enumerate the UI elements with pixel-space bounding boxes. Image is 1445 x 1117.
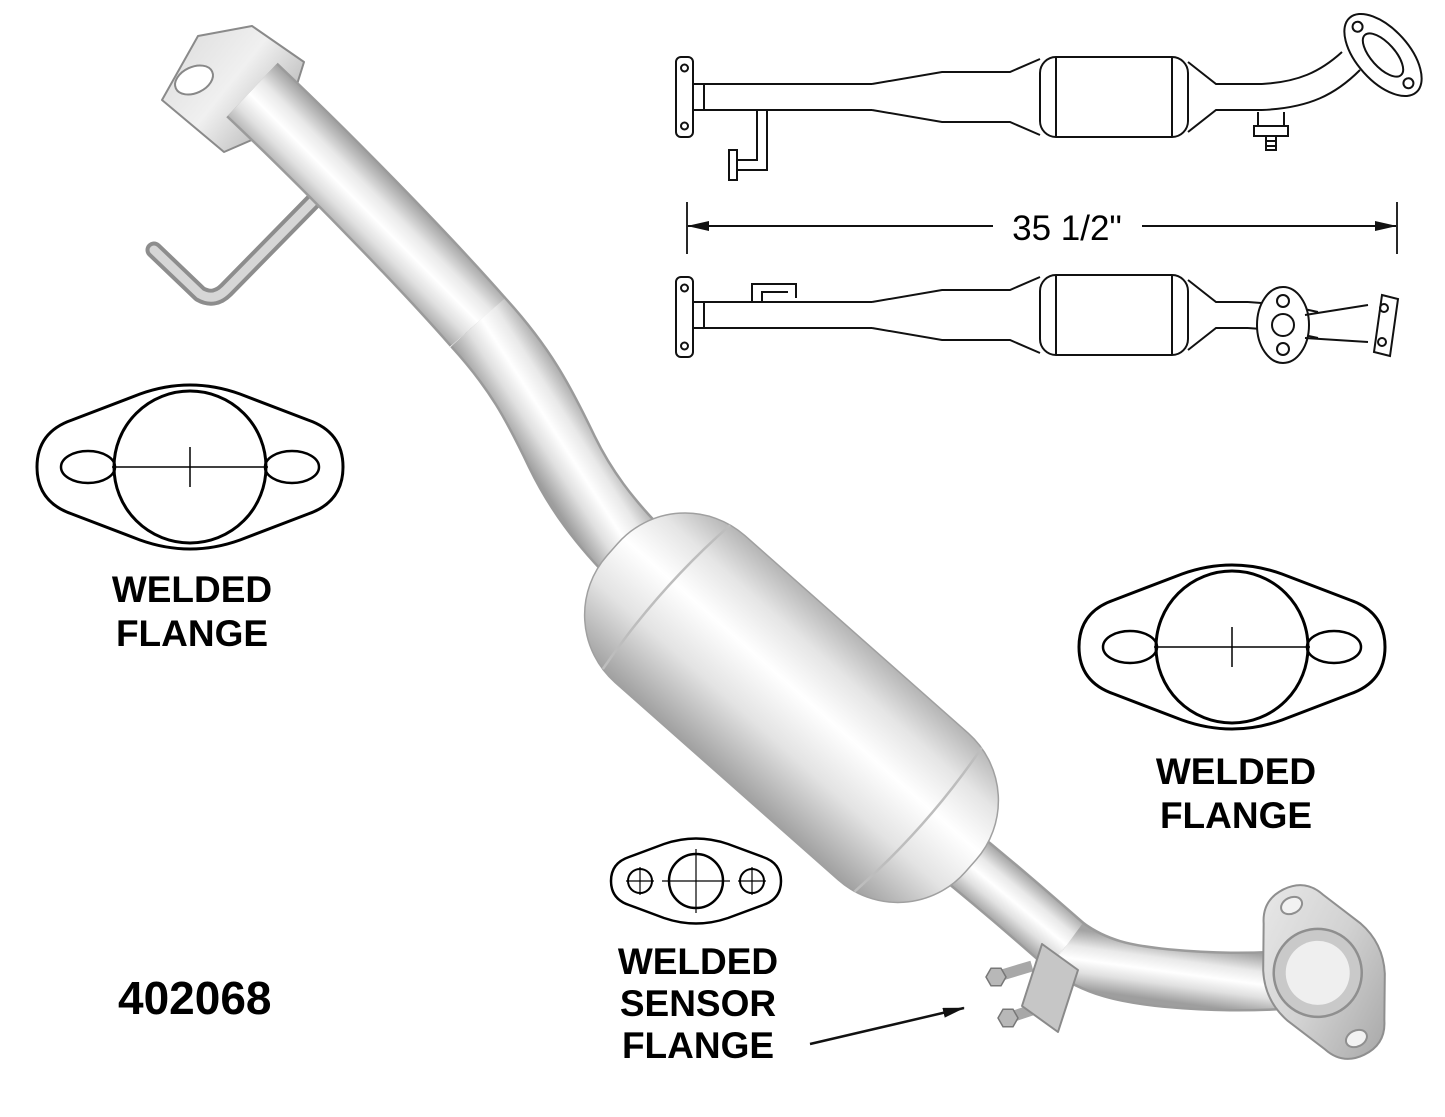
view1-taper-top (871, 58, 1041, 85)
view1-hanger-rod (736, 110, 768, 178)
flange-diagram-right (1077, 563, 1387, 731)
outlet-flange-bolt-hole-bottom (1344, 1028, 1368, 1049)
view2-inlet-flange (675, 276, 694, 358)
view2-outlet-flange-hole-top (1379, 303, 1389, 313)
side-view-top (675, 12, 1423, 181)
view1-inlet-pipe (693, 83, 872, 111)
view1-hanger-bracket (728, 149, 738, 181)
part-3d-illustration (145, 25, 1386, 1060)
flange-right-label-line2: FLANGE (1160, 795, 1312, 836)
view2-converter (1039, 274, 1189, 356)
sensor-stud-nut-2 (997, 1008, 1019, 1028)
outlet-flange-bore-inner (1285, 940, 1350, 1005)
sensor-flange-label-line3: FLANGE (622, 1025, 774, 1066)
view2-converter-seams (1055, 276, 1173, 354)
sensor-flange-label-line1: WELDED (618, 941, 778, 982)
hanger-rod-3d (145, 171, 343, 306)
view1-inlet-flange-hole-bottom (680, 121, 689, 131)
view2-inlet-flange-hole-top (680, 283, 689, 293)
view2-taper-top (871, 276, 1041, 303)
flange-right-crosshair (1154, 627, 1310, 667)
dimension: 35 1/2" (686, 202, 1398, 254)
side-view-bottom (675, 274, 1400, 364)
flange-right-label-line1: WELDED (1156, 751, 1316, 792)
view1-outlet-flange (1343, 12, 1423, 98)
sensor-stud-nut-1 (985, 967, 1007, 987)
view1-taper-bottom (871, 109, 1041, 136)
view1-sensor-nut (1253, 125, 1289, 137)
view2-hanger-rod (751, 283, 797, 302)
dimension-value: 35 1/2" (1012, 209, 1122, 248)
flange-left-label-line1: WELDED (112, 569, 272, 610)
inlet-flange-hole (174, 64, 214, 96)
view1-outlet-pipe (1187, 61, 1262, 133)
view1-inlet-flange (675, 56, 694, 138)
flange-left-slot-1 (59, 449, 117, 485)
sensor-flange-outline (609, 837, 783, 925)
catalytic-converter-body-3d (583, 512, 1000, 904)
view1-sensor-stud (1265, 135, 1277, 151)
sensor-stud-shaft-1 (1000, 960, 1034, 981)
sensor-flange-hole-2-cross (738, 867, 766, 895)
flange-right-slot-2 (1305, 629, 1363, 665)
flange-left-crosshair (112, 447, 268, 487)
view1-outlet-bend (1261, 51, 1361, 111)
view2-inlet-flange-hole-bottom (680, 341, 689, 351)
converter-weld-seam-outlet (853, 747, 983, 893)
sensor-flange-leader-arrow (809, 1006, 965, 1046)
part-number: 402068 (118, 972, 272, 1024)
view1-sensor-boss (1257, 112, 1285, 127)
view2-outlet-flange-hole-bottom (1377, 337, 1387, 347)
view2-sensor-flange (1256, 286, 1310, 364)
sensor-flange-hole-1-cross (626, 867, 654, 895)
flange-right-outline (1077, 563, 1387, 731)
sensor-flange-diagram (609, 837, 783, 925)
sensor-boss-3d (985, 943, 1079, 1033)
outlet-flange-bolt-hole-top (1280, 895, 1304, 916)
flange-left-label-line2: FLANGE (116, 613, 268, 654)
sensor-flange-label-line2: SENSOR (620, 983, 776, 1024)
outlet-pipe-3d (929, 822, 1305, 1012)
view2-inlet-pipe (693, 301, 872, 329)
flange-right-slot-1 (1101, 629, 1159, 665)
outlet-flange-3d (1262, 884, 1386, 1060)
view1-inlet-flange-hole-top (680, 63, 689, 73)
sensor-flange-crosshair (662, 849, 730, 913)
sensor-boss-plate (1021, 943, 1079, 1033)
view1-converter-seams (1055, 58, 1173, 136)
converter-weld-seam-inlet (601, 524, 731, 670)
flange-left-slot-2 (263, 449, 321, 485)
view2-outlet-pipe-end (1304, 304, 1369, 343)
inlet-pipe-3d (226, 62, 667, 585)
view2-outlet-pipe (1187, 279, 1248, 351)
view1-converter (1039, 56, 1189, 138)
flange-left-outline (35, 383, 345, 551)
view2-taper-bottom (871, 327, 1041, 354)
flange-diagram-left (35, 383, 345, 551)
